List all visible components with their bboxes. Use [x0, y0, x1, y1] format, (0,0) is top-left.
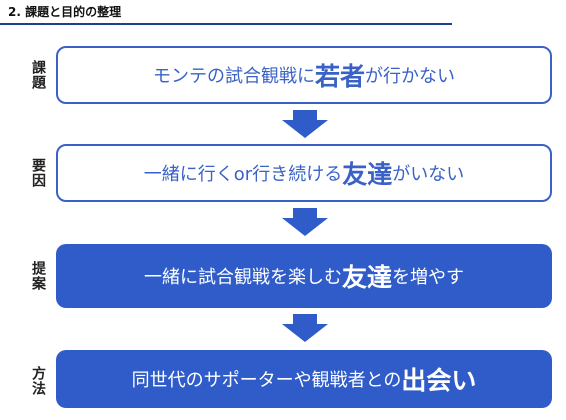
method-text-emphasis: 出会い [401, 366, 477, 395]
issue-text-post: が行かない [365, 66, 455, 87]
down-arrow-icon [282, 110, 328, 138]
section-title: 2. 課題と目的の整理 [8, 5, 122, 19]
step-label-cause: 要因 [30, 158, 46, 188]
issue-text-emphasis: 若者 [314, 62, 365, 91]
method-box: 同世代のサポーターや観戦者との出会い [56, 350, 552, 408]
down-arrow-icon [282, 208, 328, 236]
proposal-text-emphasis: 友達 [341, 263, 392, 292]
cause-text-emphasis: 友達 [342, 160, 393, 189]
proposal-text-post: を増やす [392, 267, 464, 288]
cause-text-pre: 一緒に行くor行き続ける [143, 164, 343, 185]
down-arrow-icon [282, 314, 328, 342]
step-label-method: 方法 [30, 366, 46, 396]
step-label-proposal: 提案 [30, 261, 46, 291]
issue-text-pre: モンテの試合観戦に [152, 66, 315, 87]
proposal-box: 一緒に試合観戦を楽しむ友達を増やす [56, 244, 552, 308]
cause-box: 一緒に行くor行き続ける友達がいない [56, 144, 552, 202]
step-label-issue: 課題 [30, 60, 46, 90]
method-text-pre: 同世代のサポーターや観戦者との [131, 370, 402, 391]
title-underline [0, 23, 452, 25]
issue-box: モンテの試合観戦に若者が行かない [56, 46, 552, 104]
cause-text-post: がいない [392, 164, 465, 185]
proposal-text-pre: 一緒に試合観戦を楽しむ [143, 267, 342, 288]
